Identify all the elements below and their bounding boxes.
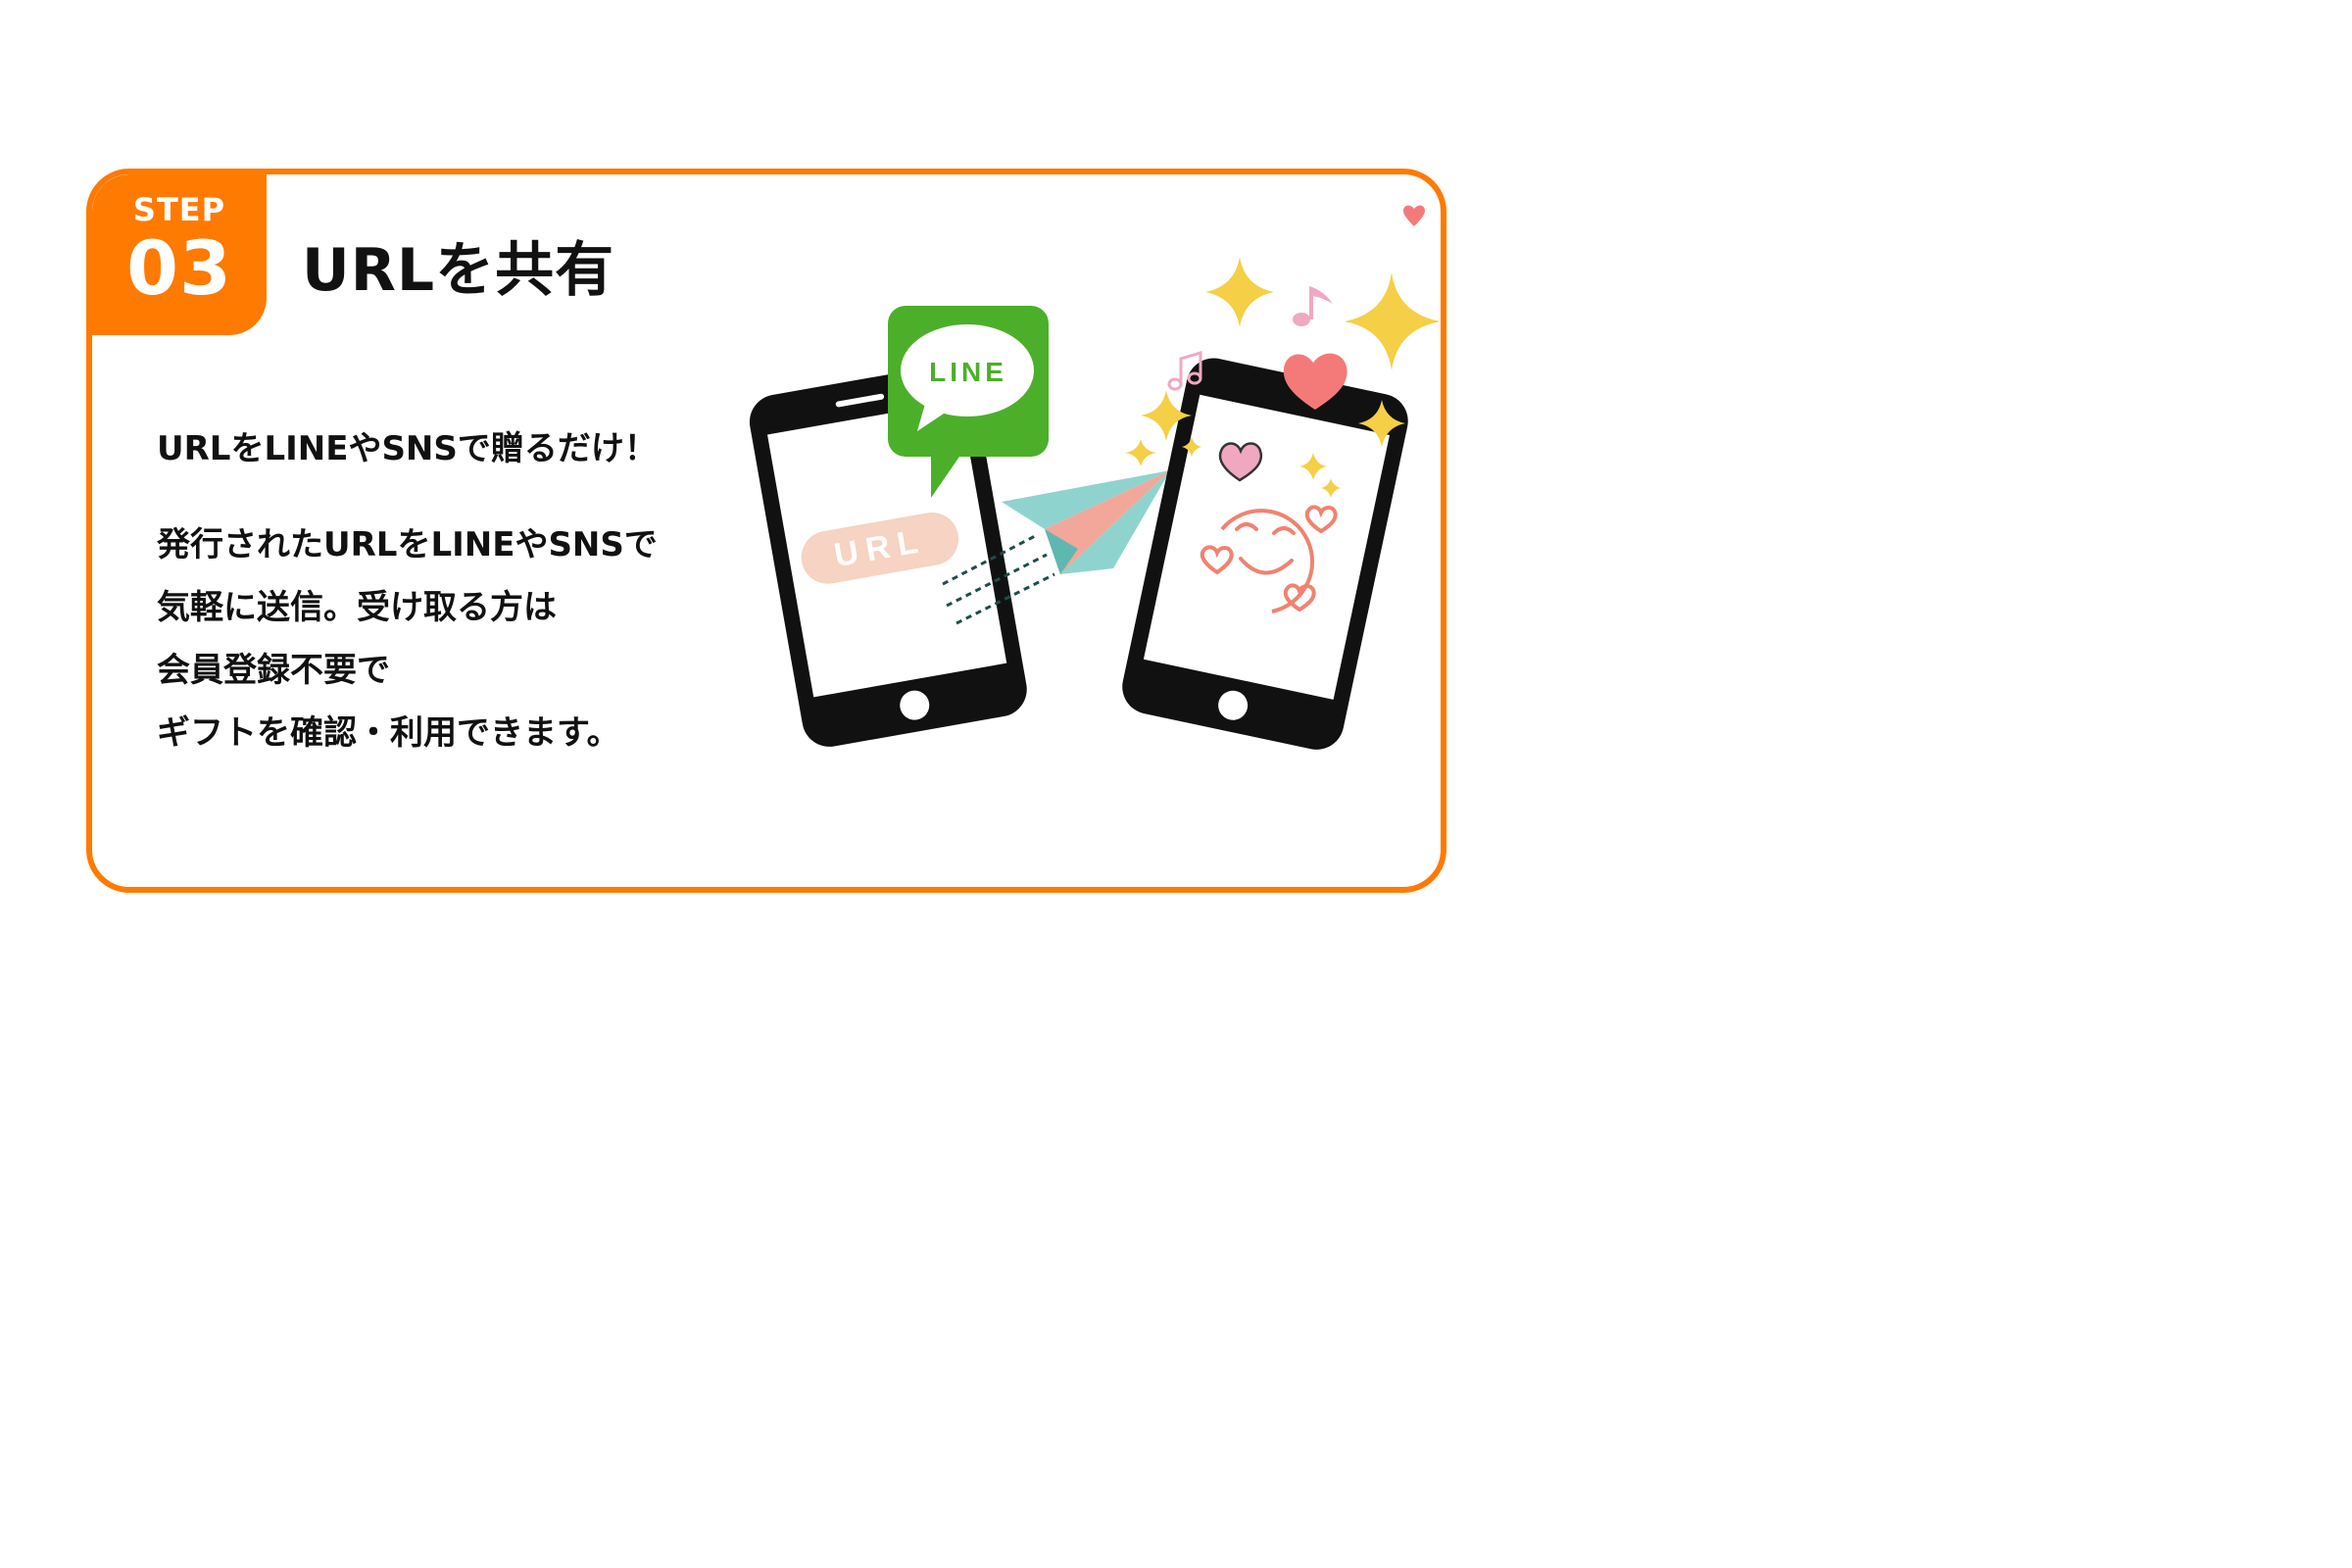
description-line: 発行されたURLをLINEやSNSで: [157, 525, 658, 564]
description: 発行されたURLをLINEやSNSで 気軽に送信。受け取る方は 会員登録不要で …: [157, 514, 784, 764]
page: STEP 03 URLを共有 URLをLINEやSNSで贈るだけ！ 発行されたU…: [0, 0, 1537, 1043]
step-title: URLを共有: [302, 236, 615, 305]
step-card: STEP 03 URLを共有 URLをLINEやSNSで贈るだけ！ 発行されたU…: [86, 169, 1446, 893]
step-number: 03: [126, 224, 232, 312]
lead-text: URLをLINEやSNSで贈るだけ！: [157, 429, 658, 468]
step-badge: STEP 03: [92, 174, 267, 335]
description-line: 気軽に送信。受け取る方は: [157, 588, 557, 627]
description-line: 会員登録不要で: [157, 651, 390, 690]
step-label: STEP: [132, 191, 226, 228]
description-line: ギフトを確認・利用できます。: [157, 713, 620, 753]
